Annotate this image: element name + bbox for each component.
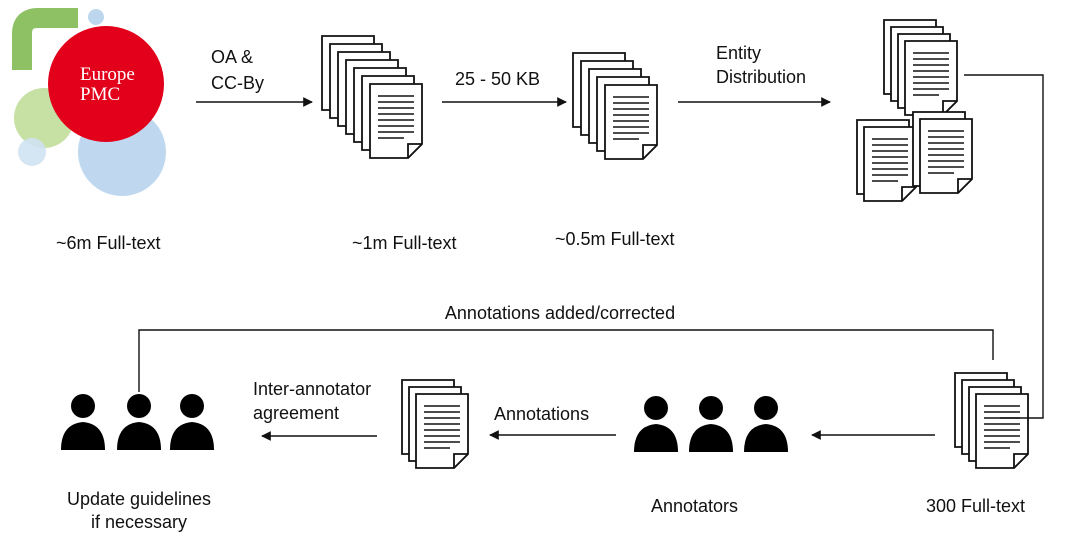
label-annotations: Annotations <box>494 404 590 424</box>
label-inter-line1: Inter-annotator <box>253 379 372 399</box>
document-stack-icon <box>856 19 973 202</box>
document-stack-icon <box>321 35 423 159</box>
label-inter-line2: agreement <box>253 403 340 423</box>
logo-text-europe: Europe <box>80 64 135 85</box>
document-stack-icon <box>954 372 1029 469</box>
label-selected-count: 300 Full-text <box>926 496 1026 516</box>
feedback-connector <box>138 329 994 392</box>
person-group-icon <box>634 396 788 452</box>
label-update-line2: if necessary <box>90 512 188 532</box>
label-size-count: ~0.5m Full-text <box>555 229 675 249</box>
label-size-range: 25 - 50 KB <box>455 69 541 89</box>
label-update-line1: Update guidelines <box>66 489 212 509</box>
logo-text-pmc: PMC <box>80 84 120 105</box>
europe-pmc-logo: Europe PMC <box>12 8 166 196</box>
document-stack-icon <box>572 52 658 160</box>
label-annotators: Annotators <box>651 496 739 516</box>
flow-connector <box>964 74 1044 419</box>
label-oa-line1: OA & <box>211 47 254 67</box>
label-source-count: ~6m Full-text <box>56 233 161 253</box>
label-added-corrected: Annotations added/corrected <box>444 303 676 323</box>
document-stack-icon <box>401 379 469 469</box>
label-entity-line1: Entity <box>716 43 762 63</box>
label-oa-line2: CC-By <box>211 73 264 93</box>
person-group-icon <box>61 394 214 450</box>
label-oa-count: ~1m Full-text <box>352 233 457 253</box>
label-entity-line2: Distribution <box>716 67 807 87</box>
